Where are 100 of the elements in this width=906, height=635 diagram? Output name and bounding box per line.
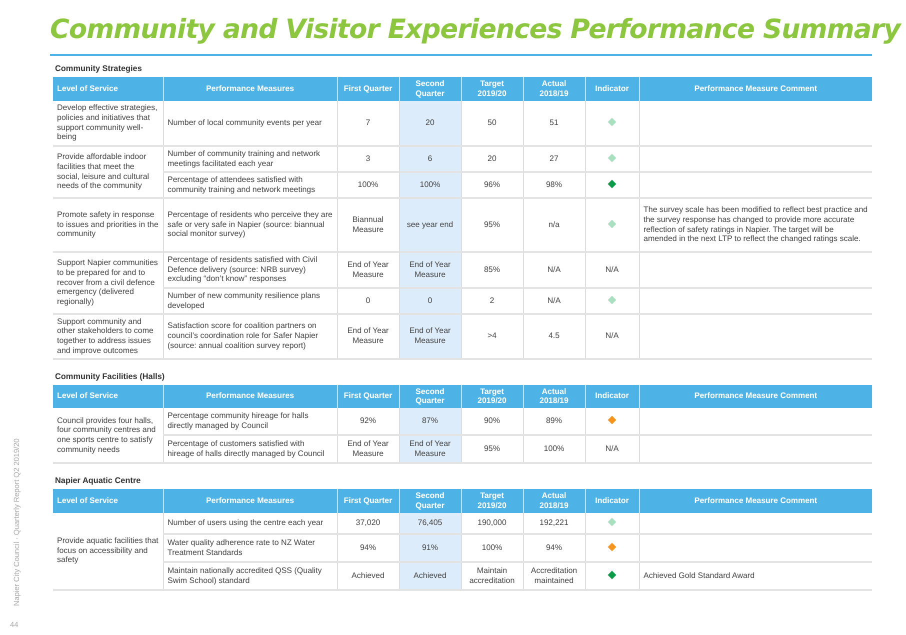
column-header: Level of Service	[53, 384, 163, 408]
performance-measure-text: Number of new community resilience plans developed	[163, 288, 337, 314]
comment-text: Achieved Gold Standard Award	[639, 562, 872, 590]
column-header: Indicator	[585, 384, 639, 408]
value-text: 0	[337, 288, 399, 314]
value-text: 7	[337, 100, 399, 146]
value-text: 192,221	[523, 512, 585, 534]
value-text: 85%	[461, 252, 523, 288]
column-header: Performance Measure Comment	[639, 489, 872, 512]
value-text: 20	[461, 146, 523, 172]
column-header: Actual 2018/19	[523, 489, 585, 512]
level-of-service-text: Council provides four halls, four community centres and one sports centre to satisfy community needs	[53, 408, 163, 463]
level-of-service-text: Provide aquatic facilities that focus on accessibility and safety	[53, 512, 163, 590]
performance-measure-text: Maintain nationally accredited QSS (Quality Swim School) standard	[163, 562, 337, 590]
value-text: 96%	[461, 172, 523, 198]
column-header: Target 2019/20	[461, 77, 523, 100]
value-text: 190,000	[461, 512, 523, 534]
value-text: End of Year Measure	[337, 314, 399, 358]
value-text: Biannual Measure	[337, 198, 399, 252]
column-header: Second Quarter	[399, 77, 461, 100]
value-text: 90%	[461, 408, 523, 435]
value-text: 95%	[461, 435, 523, 463]
level-of-service-text: Develop effective strategies, policies and initiatives that support community well-being	[53, 100, 163, 146]
performance-measure-text: Number of community training and network meetings facilitated each year	[163, 146, 337, 172]
value-text: see year end	[399, 198, 461, 252]
value-text: 94%	[337, 534, 399, 562]
value-text: Achieved	[337, 562, 399, 590]
column-header: Level of Service	[53, 489, 163, 512]
value-text: Achieved	[399, 562, 461, 590]
value-text: End of Year Measure	[399, 252, 461, 288]
performance-measure-text: Number of users using the centre each year	[163, 512, 337, 534]
column-header: Performance Measure Comment	[639, 384, 872, 408]
section-heading: Napier Aquatic Centre	[55, 476, 142, 485]
value-text: 100%	[337, 172, 399, 198]
level-of-service-text: Support community and other stakeholders to come together to address issues and improve outcomes	[53, 314, 163, 358]
level-of-service-text: Promote safety in response to issues and priorities in the community	[53, 198, 163, 252]
value-text: Maintain accreditation	[461, 562, 523, 590]
value-text: 98%	[523, 172, 585, 198]
column-header: Second Quarter	[399, 384, 461, 408]
column-header: Performance Measure Comment	[639, 77, 872, 100]
value-text: 3	[337, 146, 399, 172]
value-text: N/A	[523, 252, 585, 288]
performance-measure-text: Percentage of residents satisfied with Civil Defence delivery (source: NRB survey) excluding “don’t know” responses	[163, 252, 337, 288]
performance-measure-text: Percentage community hireage for halls directly managed by Council	[163, 408, 337, 435]
column-header: Actual 2018/19	[523, 384, 585, 408]
value-text: End of Year Measure	[337, 252, 399, 288]
indicator-text: N/A	[585, 435, 639, 463]
value-text: 6	[399, 146, 461, 172]
column-header: Indicator	[585, 489, 639, 512]
performance-measure-text: Number of local community events per year	[163, 100, 337, 146]
value-text: 76,405	[399, 512, 461, 534]
performance-measure-text: Satisfaction score for coalition partners on council’s coordination role for Safer Napier (source: annual coalition survey report)	[163, 314, 337, 358]
value-text: 100%	[399, 172, 461, 198]
value-text: 89%	[523, 408, 585, 435]
value-text: 37,020	[337, 512, 399, 534]
value-text: N/A	[523, 288, 585, 314]
value-text: Accreditation maintained	[523, 562, 585, 590]
value-text: 51	[523, 100, 585, 146]
level-of-service-text: Support Napier communities to be prepared for and to recover from a civil defence emergency (delivered regionally)	[53, 252, 163, 314]
value-text: 87%	[399, 408, 461, 435]
level-of-service-text: Provide affordable indoor facilities that meet the social, leisure and cultural needs of the community	[53, 146, 163, 198]
value-text: n/a	[523, 198, 585, 252]
value-text: 50	[461, 100, 523, 146]
column-header: Performance Measures	[163, 489, 337, 512]
section-heading: Community Facilities (Halls)	[55, 372, 166, 380]
section-heading: Community Strategies	[55, 64, 143, 73]
comment-text: The survey scale has been modified to reflect best practice and the survey response has changed to provide more accurate reflection of safety ratings in Napier. The target will be amended in the next LTP to reflect the changed ratings scale.	[639, 198, 872, 252]
value-text: 91%	[399, 534, 461, 562]
performance-measure-text: Water quality adherence rate to NZ Water Treatment Standards	[163, 534, 337, 562]
performance-measure-text: Percentage of residents who perceive they are safe or very safe in Napier (source: biannual social monitor survey)	[163, 198, 337, 252]
column-header: Level of Service	[53, 77, 163, 100]
column-header: First Quarter	[337, 489, 399, 512]
column-header: Target 2019/20	[461, 489, 523, 512]
column-header: Actual 2018/19	[523, 77, 585, 100]
column-header: Target 2019/20	[461, 384, 523, 408]
column-header: First Quarter	[337, 384, 399, 408]
value-text: 27	[523, 146, 585, 172]
value-text: End of Year Measure	[399, 314, 461, 358]
column-header: Indicator	[585, 77, 639, 100]
value-text: >4	[461, 314, 523, 358]
performance-measure-text: Percentage of attendees satisfied with community training and network meetings	[163, 172, 337, 198]
page-title: Community and Visitor Experiences Performance Summary	[50, 14, 900, 45]
value-text: 20	[399, 100, 461, 146]
indicator-text: N/A	[585, 314, 639, 358]
value-text: 100%	[523, 435, 585, 463]
value-text: 100%	[461, 534, 523, 562]
value-text: 95%	[461, 198, 523, 252]
value-text: End of Year Measure	[337, 435, 399, 463]
column-header: Second Quarter	[399, 489, 461, 512]
column-header: Performance Measures	[163, 384, 337, 408]
value-text: End of Year Measure	[399, 435, 461, 463]
value-text: 4.5	[523, 314, 585, 358]
value-text: 0	[399, 288, 461, 314]
indicator-text: N/A	[585, 252, 639, 288]
performance-measure-text: Percentage of customers satisfied with hireage of halls directly managed by Council	[163, 435, 337, 463]
column-header: First Quarter	[337, 77, 399, 100]
value-text: 94%	[523, 534, 585, 562]
column-header: Performance Measures	[163, 77, 337, 100]
value-text: 2	[461, 288, 523, 314]
value-text: 92%	[337, 408, 399, 435]
